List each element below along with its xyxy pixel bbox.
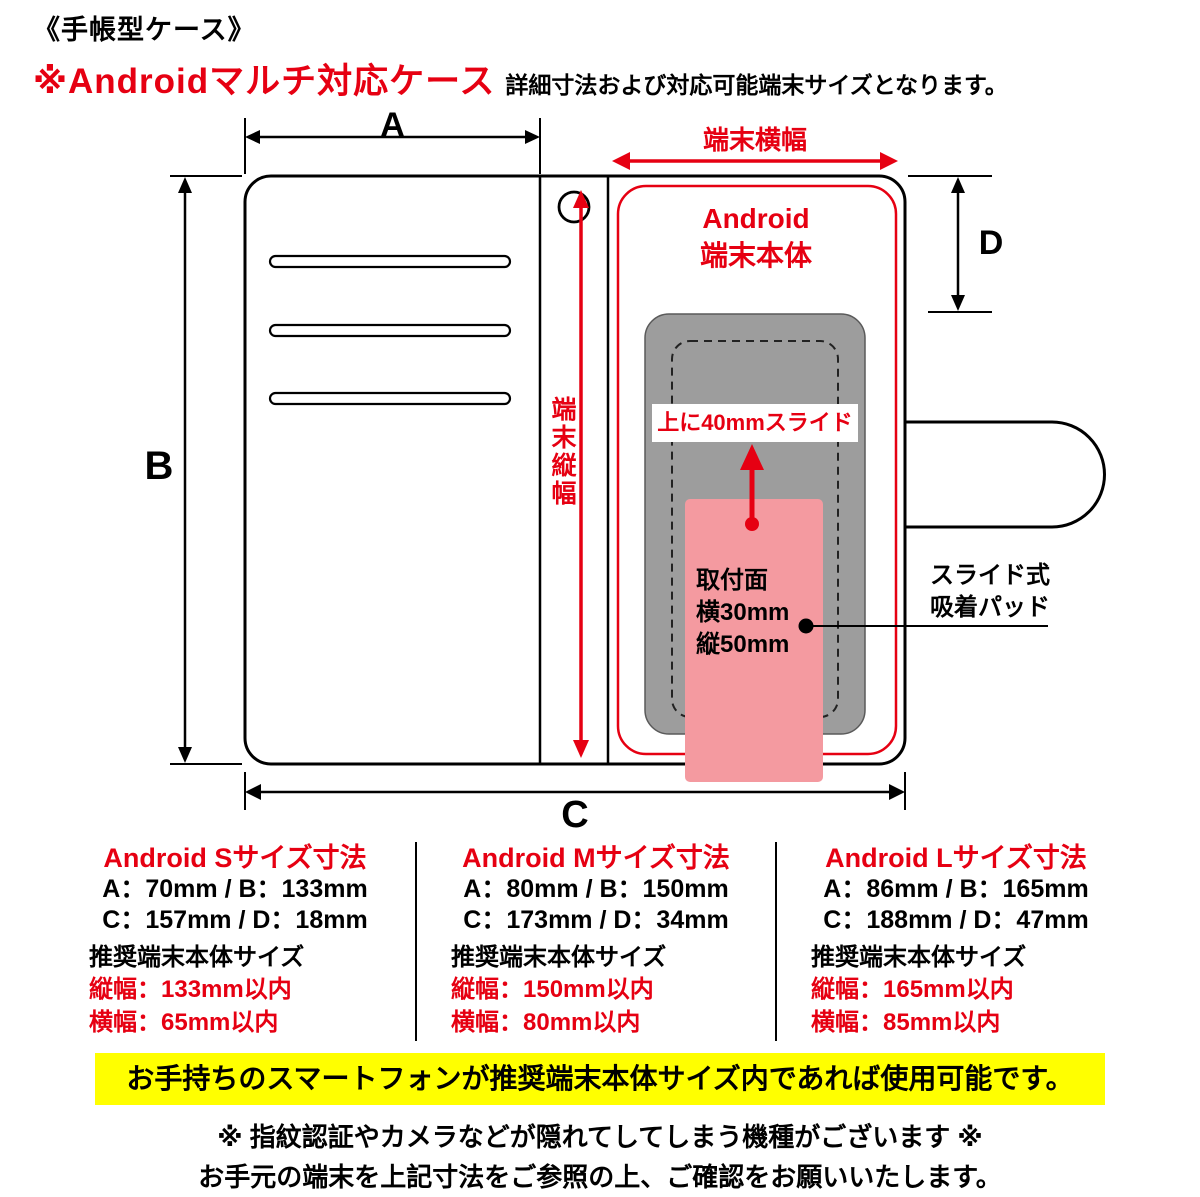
footer-notes: ※ 指紋認証やカメラなどが隠れてしてしまう機種がございます ※ お手元の端末を上…	[0, 1117, 1200, 1197]
size-column-s: Android Sサイズ寸法 A：70mm / B：133mm C：157mm …	[55, 842, 415, 1041]
closure-strap-shape	[903, 420, 1106, 529]
size-s-rec-title: 推奨端末本体サイズ	[89, 944, 305, 971]
size-column-m: Android Mサイズ寸法 A：80mm / B：150mm C：173mm …	[415, 842, 775, 1041]
suction-pad-label: スライド式 吸着パッド	[930, 560, 1050, 624]
dim-b-arrowhead-bottom	[178, 747, 192, 763]
size-m-rec-height: 縦幅：150mm以内	[451, 976, 654, 1003]
suction-label-line2: 吸着パッド	[930, 594, 1050, 621]
size-m-ab: A：80mm / B：150mm	[463, 875, 729, 903]
footer-note-line1: ※ 指紋認証やカメラなどが隠れてしてしまう機種がございます ※	[217, 1122, 983, 1152]
device-height-arrowhead-bottom	[573, 740, 589, 758]
dim-d-label: D	[978, 224, 1004, 262]
size-m-rec-title: 推奨端末本体サイズ	[451, 944, 667, 971]
size-s-title: Android Sサイズ寸法	[103, 843, 367, 873]
android-body-label: Android 端末本体	[640, 200, 872, 274]
size-table: Android Sサイズ寸法 A：70mm / B：133mm C：157mm …	[55, 842, 1135, 1041]
android-body-line2: 端末本体	[699, 240, 812, 271]
case-dimension-diagram: A 端末横幅 B C D Android 端末本体 端末縦幅 上に40mmスライ…	[0, 104, 1200, 836]
adhesive-pad-shape	[685, 499, 823, 782]
pad-label-line1: 取付面	[696, 567, 768, 594]
device-width-arrowhead-left	[612, 152, 630, 170]
dim-b-arrowhead-top	[178, 177, 192, 193]
size-m-rec-width: 横幅：80mm以内	[451, 1009, 641, 1036]
suction-label-line1: スライド式	[930, 562, 1050, 589]
size-l-title: Android Lサイズ寸法	[825, 843, 1087, 873]
footer-note-line2: お手元の端末を上記寸法をご参照の上、ご確認をお願いいたします。	[198, 1162, 1002, 1192]
dim-c-label: C	[561, 794, 589, 836]
slide-up-arrow-dot	[745, 517, 759, 531]
card-slot-2	[268, 323, 512, 338]
card-slot-1	[268, 254, 512, 269]
android-body-line1: Android	[702, 203, 810, 234]
size-s-rec-width: 横幅：65mm以内	[89, 1009, 279, 1036]
slide-note-label: 上に40mmスライド	[652, 404, 858, 442]
dim-b-label: B	[144, 444, 174, 488]
dim-d-arrowhead-top	[951, 177, 965, 193]
size-m-title: Android Mサイズ寸法	[462, 843, 730, 873]
size-l-rec-height: 縦幅：165mm以内	[811, 976, 1014, 1003]
slide-up-arrow-head	[740, 444, 764, 470]
header: 《手帳型ケース》 ※Androidマルチ対応ケース 詳細寸法および対応可能端末サ…	[0, 0, 1200, 104]
case-category-label: 《手帳型ケース》	[33, 15, 256, 45]
device-width-label: 端末横幅	[702, 125, 807, 155]
device-height-label: 端末縦幅	[548, 396, 576, 508]
size-s-cd: C：157mm / D：18mm	[102, 906, 368, 934]
pad-label-line2: 横30mm	[696, 599, 790, 626]
page-subtitle: 詳細寸法および対応可能端末サイズとなります。	[505, 72, 1008, 98]
pad-label-line3: 縦50mm	[696, 631, 790, 658]
dim-a-label: A	[380, 106, 405, 144]
dim-c-arrowhead-right	[889, 784, 905, 800]
compatibility-banner: お手持ちのスマートフォンが推奨端末本体サイズ内であれば使用可能です。	[95, 1053, 1105, 1105]
size-s-rec-height: 縦幅：133mm以内	[89, 976, 292, 1003]
size-s-ab: A：70mm / B：133mm	[102, 875, 368, 903]
dim-a-arrowhead-right	[525, 130, 540, 144]
size-m-cd: C：173mm / D：34mm	[463, 906, 729, 934]
card-slot-3	[268, 391, 512, 406]
size-l-cd: C：188mm / D：47mm	[823, 906, 1089, 934]
adhesive-pad-label: 取付面 横30mm 縦50mm	[696, 565, 789, 661]
size-l-ab: A：86mm / B：165mm	[823, 875, 1089, 903]
page-title: ※Androidマルチ対応ケース	[33, 62, 496, 101]
size-l-rec-width: 横幅：85mm以内	[811, 1009, 1001, 1036]
device-height-arrowhead-top	[573, 190, 589, 208]
size-l-rec-title: 推奨端末本体サイズ	[811, 944, 1027, 971]
size-column-l: Android Lサイズ寸法 A：86mm / B：165mm C：188mm …	[775, 842, 1135, 1041]
device-width-arrowhead-right	[880, 152, 898, 170]
dim-a-arrowhead-left	[245, 130, 260, 144]
dim-c-arrowhead-left	[245, 784, 261, 800]
dim-d-arrowhead-bottom	[951, 295, 965, 311]
